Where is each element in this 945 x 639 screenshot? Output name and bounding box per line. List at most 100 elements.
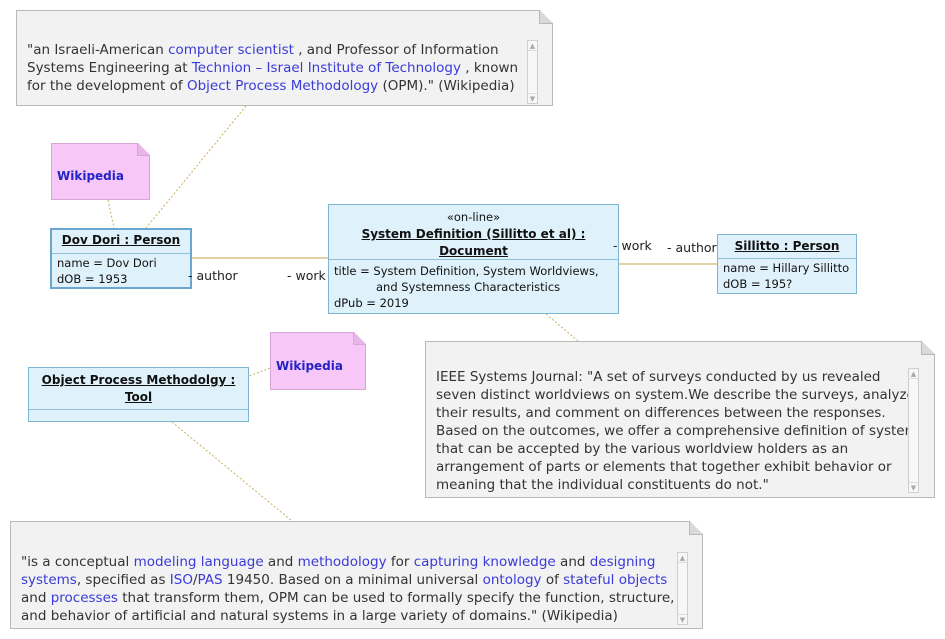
note-line: arrangement of parts or elements that to… (436, 458, 918, 476)
anchor-line-wiki-opm (248, 367, 271, 377)
note-text-run: and (555, 554, 590, 570)
note-text-run: / (192, 572, 198, 588)
note-line: "is a conceptual modeling language and m… (21, 553, 674, 571)
instance-header: Object Process Methodolgy : Tool (29, 368, 248, 410)
attribute-list: name = Dov Dori dOB = 1953 (52, 254, 190, 288)
anchor-line-ieee-quote (545, 313, 579, 342)
scroll-down-icon[interactable]: ▼ (529, 95, 536, 103)
note-scrollbar[interactable]: ▲ ▼ (677, 552, 688, 625)
note-line: meaning that the individual constituents… (436, 476, 918, 494)
instance-sillitto-person[interactable]: Sillitto : Person name = Hillary Sillitt… (717, 234, 857, 294)
note-hyperlink[interactable]: Object Process Methodology (186, 78, 379, 94)
note-hyperlink[interactable]: methodology (297, 554, 387, 570)
note-text-run: "is a conceptual (21, 554, 134, 570)
note-hyperlink[interactable]: modeling language (133, 554, 264, 570)
note-line: that can be accepted by the various worl… (436, 440, 918, 458)
note-text-run: meaning that the individual constituents… (436, 477, 769, 493)
note-line: for the development of Object Process Me… (27, 77, 518, 95)
instance-opm-tool[interactable]: Object Process Methodolgy : Tool (28, 367, 249, 422)
stereotype-label: «on-line» (446, 210, 501, 224)
note-text-run: , and Professor of Information (293, 42, 499, 58)
note-line: "an Israeli-American computer scientist … (27, 41, 518, 59)
hyperlink-note-wikipedia-dori[interactable]: Wikipedia (51, 143, 150, 200)
note-fold-corner (353, 332, 366, 345)
attribute-dob: dOB = 1953 (57, 272, 128, 286)
note-hyperlink[interactable]: computer scientist (168, 42, 294, 58)
note-hyperlink[interactable]: designing (589, 554, 656, 570)
note-text-run: , known (460, 60, 519, 76)
note-line: systems, specified as ISO/PAS 19450. Bas… (21, 571, 674, 589)
note-text-run: seven distinct worldviews on system.We d… (436, 387, 915, 403)
note-text-run: their results, and comment on difference… (436, 405, 886, 421)
note-line: and processes that transform them, OPM c… (21, 589, 674, 607)
note-text-run: 19450. Based on a minimal universal (222, 572, 483, 588)
attribute-list: title = System Definition, System Worldv… (329, 260, 618, 312)
note-line: Based on the outcomes, we offer a compre… (436, 422, 918, 440)
note-text-run: Systems Engineering at (27, 60, 192, 76)
attribute-title-continued: and Systemness Characteristics (376, 280, 561, 294)
hyperlink-label[interactable]: Wikipedia (57, 169, 124, 183)
note-text-run: , specified as (76, 572, 170, 588)
note-fold-corner (137, 143, 150, 156)
note-fold-corner (689, 521, 703, 535)
note-line: Systems Engineering at Technion – Israel… (27, 59, 518, 77)
note-text-run: and behavior of artificial and natural s… (21, 608, 618, 624)
note-text-run: for the development of (27, 78, 187, 94)
instance-name-line1: System Definition (Sillitto et al) : (361, 227, 586, 241)
note-line: their results, and comment on difference… (436, 404, 918, 422)
note-scrollbar[interactable]: ▲ ▼ (908, 368, 919, 493)
instance-name-line2: Tool (124, 390, 153, 404)
instance-name-line1: Object Process Methodolgy : (41, 373, 236, 387)
note-fold-corner (539, 10, 553, 24)
note-hyperlink[interactable]: ISO (169, 572, 193, 588)
role-label-author-sillitto: - author (667, 240, 717, 255)
note-fold-corner (921, 341, 935, 355)
scroll-up-icon[interactable]: ▲ (679, 554, 686, 562)
instance-name-line2: Document (439, 244, 508, 258)
note-text-run: that can be accepted by the various worl… (436, 441, 849, 457)
attribute-name: name = Hillary Sillitto (723, 261, 850, 275)
scroll-up-icon[interactable]: ▲ (910, 370, 917, 378)
anchor-line-dori-quote (145, 105, 247, 229)
note-hyperlink[interactable]: stateful objects (563, 572, 668, 588)
anchor-line-wiki-dori (107, 199, 115, 229)
note-ieee-quote[interactable]: IEEE Systems Journal: "A set of surveys … (425, 341, 935, 498)
note-hyperlink[interactable]: systems (21, 572, 77, 588)
hyperlink-note-wikipedia-opm[interactable]: Wikipedia (270, 332, 366, 390)
scroll-up-icon[interactable]: ▲ (529, 42, 536, 50)
note-line: seven distinct worldviews on system.We d… (436, 386, 918, 404)
note-hyperlink[interactable]: processes (50, 590, 118, 606)
note-hyperlink[interactable]: capturing knowledge (413, 554, 556, 570)
note-dori-quote[interactable]: "an Israeli-American computer scientist … (16, 10, 553, 106)
note-line: and behavior of artificial and natural s… (21, 607, 674, 625)
attribute-dpub: dPub = 2019 (334, 296, 409, 310)
note-text-run: "an Israeli-American (27, 42, 169, 58)
role-label-author-dori: - author (188, 268, 238, 283)
note-line: IEEE Systems Journal: "A set of surveys … (436, 368, 918, 386)
attribute-title: title = System Definition, System Worldv… (334, 264, 599, 278)
anchor-line-opm-quote (171, 421, 293, 522)
note-scrollbar[interactable]: ▲ ▼ (527, 40, 538, 104)
scroll-down-icon[interactable]: ▼ (910, 484, 917, 492)
instance-system-definition-document[interactable]: «on-line» System Definition (Sillitto et… (328, 204, 619, 314)
note-hyperlink[interactable]: ontology (482, 572, 542, 588)
note-text-run: and (263, 554, 298, 570)
role-label-work-right: - work (613, 238, 652, 253)
attribute-name: name = Dov Dori (57, 256, 157, 270)
note-text-run: arrangement of parts or elements that to… (436, 459, 892, 475)
instance-name: Dov Dori : Person (61, 233, 181, 247)
scroll-down-icon[interactable]: ▼ (679, 616, 686, 624)
note-hyperlink[interactable]: Technion – Israel Institute of Technolog… (191, 60, 461, 76)
note-text-run: IEEE Systems Journal: "A set of surveys … (436, 369, 881, 385)
note-text: IEEE Systems Journal: "A set of surveys … (436, 368, 918, 494)
note-hyperlink[interactable]: PAS (197, 572, 223, 588)
instance-name: Sillitto : Person (734, 239, 840, 253)
note-text: "an Israeli-American computer scientist … (27, 41, 518, 95)
note-text-run: (OPM)." (Wikipedia) (378, 78, 515, 94)
instance-header: Dov Dori : Person (52, 230, 190, 254)
attribute-dob: dOB = 195? (723, 277, 793, 291)
note-text-run: for (386, 554, 414, 570)
instance-dov-dori-person[interactable]: Dov Dori : Person name = Dov Dori dOB = … (50, 228, 192, 289)
hyperlink-label[interactable]: Wikipedia (276, 359, 343, 373)
note-opm-quote[interactable]: "is a conceptual modeling language and m… (10, 521, 703, 629)
